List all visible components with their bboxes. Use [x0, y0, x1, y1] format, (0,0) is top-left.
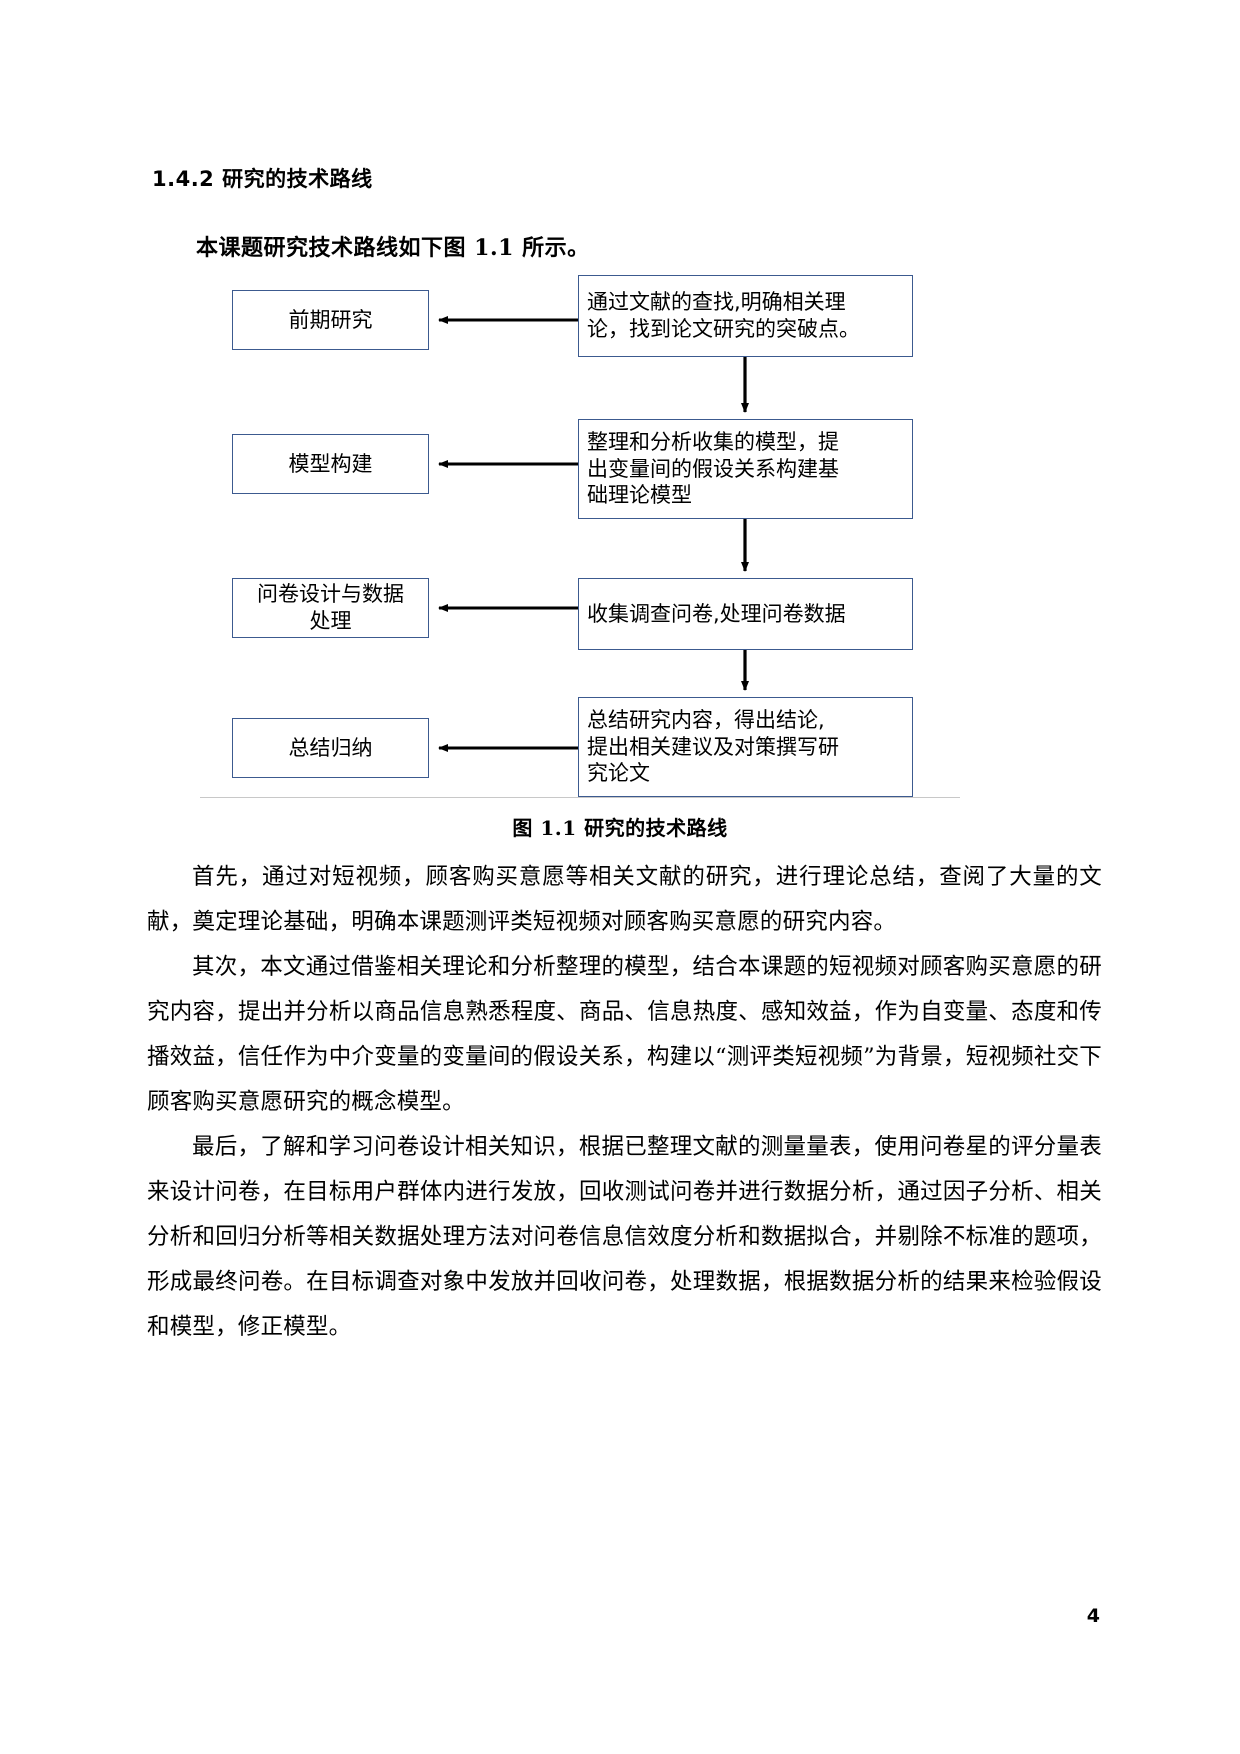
paragraph-1: 首先，通过对短视频，顾客购买意愿等相关文献的研究，进行理论总结，查阅了大量的文献… — [147, 864, 1102, 935]
paragraph-2: 其次，本文通过借鉴相关理论和分析整理的模型，结合本课题的短视频对顾客购买意愿的研… — [147, 954, 1102, 1115]
flow-right-box-2[interactable]: 整理和分析收集的模型，提 出变量间的假设关系构建基 础理论模型 — [578, 419, 913, 519]
flow-left-box-2[interactable]: 模型构建 — [232, 434, 429, 494]
flow-left-box-1[interactable]: 前期研究 — [232, 290, 429, 350]
body-text: 首先，通过对短视频，顾客购买意愿等相关文献的研究，进行理论总结，查阅了大量的文献… — [147, 855, 1102, 1350]
flow-left-box-3[interactable]: 问卷设计与数据 处理 — [232, 578, 429, 638]
paragraph-3: 最后，了解和学习问卷设计相关知识，根据已整理文献的测量量表，使用问卷星的评分量表… — [147, 1134, 1102, 1340]
intro-sentence: 本课题研究技术路线如下图 1.1 所示。 — [196, 235, 590, 261]
figure-divider-rule — [200, 797, 960, 798]
flow-left-box-4[interactable]: 总结归纳 — [232, 718, 429, 778]
flow-right-box-3[interactable]: 收集调查问卷,处理问卷数据 — [578, 578, 913, 650]
section-heading: 1.4.2 研究的技术路线 — [152, 167, 373, 191]
page-number: 4 — [1086, 1605, 1100, 1627]
figure-caption: 图 1.1 研究的技术路线 — [512, 816, 728, 840]
flow-right-box-1[interactable]: 通过文献的查找,明确相关理 论，找到论文研究的突破点。 — [578, 275, 913, 357]
flow-right-box-4[interactable]: 总结研究内容，得出结论, 提出相关建议及对策撰写研 究论文 — [578, 697, 913, 797]
